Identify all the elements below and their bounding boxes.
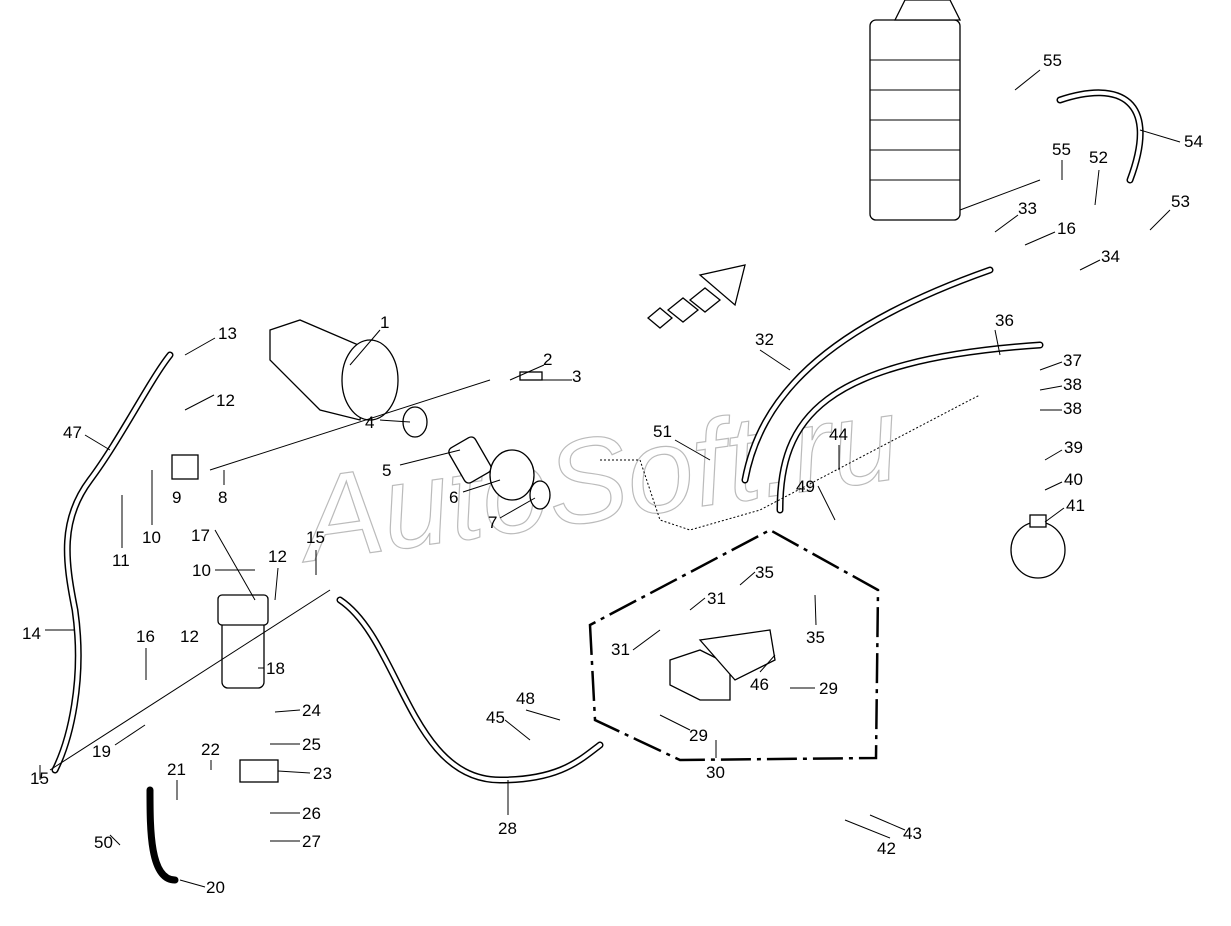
callout: 49	[796, 477, 815, 496]
callout: 29	[689, 726, 708, 745]
callout: 7	[488, 513, 497, 532]
callout: 12	[180, 627, 199, 646]
callout: 5	[382, 461, 391, 480]
callout: 22	[201, 740, 220, 759]
callout: 23	[313, 764, 332, 783]
callout: 3	[572, 367, 581, 386]
callout: 2	[543, 350, 552, 369]
callout: 25	[302, 735, 321, 754]
callout: 47	[63, 423, 82, 442]
callout: 32	[755, 330, 774, 349]
callout: 46	[750, 675, 769, 694]
callout: 30	[706, 763, 725, 782]
callout: 38	[1063, 375, 1082, 394]
callout-labels: 1 2 3 4 5 6 7 8 9 10 11 12 13 47 14 15 1…	[22, 51, 1203, 897]
callout: 29	[819, 679, 838, 698]
callout: 55	[1052, 140, 1071, 159]
callout: 41	[1066, 496, 1085, 515]
pump-motor	[269, 319, 551, 510]
callout: 27	[302, 832, 321, 851]
callout: 16	[1057, 219, 1076, 238]
hoses	[51, 89, 1144, 884]
callout: 10	[192, 561, 211, 580]
callout: 10	[142, 528, 161, 547]
callout: 50	[94, 833, 113, 852]
flow-direction-arrow-icon	[646, 264, 746, 329]
callout: 45	[486, 708, 505, 727]
callout: 12	[216, 391, 235, 410]
callout: 55	[1043, 51, 1062, 70]
callout: 19	[92, 742, 111, 761]
callout: 1	[380, 313, 389, 332]
callout: 18	[266, 659, 285, 678]
callout: 6	[449, 488, 458, 507]
callout: 43	[903, 824, 922, 843]
callout: 15	[306, 528, 325, 547]
callout: 8	[218, 488, 227, 507]
callout: 54	[1184, 132, 1203, 151]
callout: 15	[30, 769, 49, 788]
callout: 24	[302, 701, 321, 720]
callout: 48	[516, 689, 535, 708]
callout: 26	[302, 804, 321, 823]
callout: 35	[806, 628, 825, 647]
callout: 21	[167, 760, 186, 779]
callout: 17	[191, 526, 210, 545]
callout: 52	[1089, 148, 1108, 167]
leader-lines	[39, 69, 1181, 888]
callout: 11	[112, 551, 130, 570]
callout: 28	[498, 819, 517, 838]
callout: 42	[877, 839, 896, 858]
callout: 51	[653, 422, 672, 441]
callout: 53	[1171, 192, 1190, 211]
assembly-boundary	[588, 528, 880, 762]
callout: 36	[995, 311, 1014, 330]
callout: 31	[707, 589, 726, 608]
control-valve-block	[869, 0, 962, 221]
callout: 38	[1063, 399, 1082, 418]
callout: 33	[1018, 199, 1037, 218]
callout: 9	[172, 488, 181, 507]
callout: 31	[611, 640, 630, 659]
callout: 13	[218, 324, 237, 343]
callout: 44	[829, 425, 848, 444]
callout: 39	[1064, 438, 1083, 457]
callout: 34	[1101, 247, 1120, 266]
callout: 16	[136, 627, 155, 646]
accumulator	[1010, 514, 1066, 579]
callout: 35	[755, 563, 774, 582]
callout: 40	[1064, 470, 1083, 489]
callout: 12	[268, 547, 287, 566]
callout: 14	[22, 624, 41, 643]
valve-block-9	[171, 454, 199, 480]
valve-assembly	[669, 629, 776, 701]
callout: 20	[206, 878, 225, 897]
valve-block-23	[239, 759, 279, 783]
callout: 4	[365, 413, 374, 432]
callout: 37	[1063, 351, 1082, 370]
filter-housing	[217, 594, 269, 689]
